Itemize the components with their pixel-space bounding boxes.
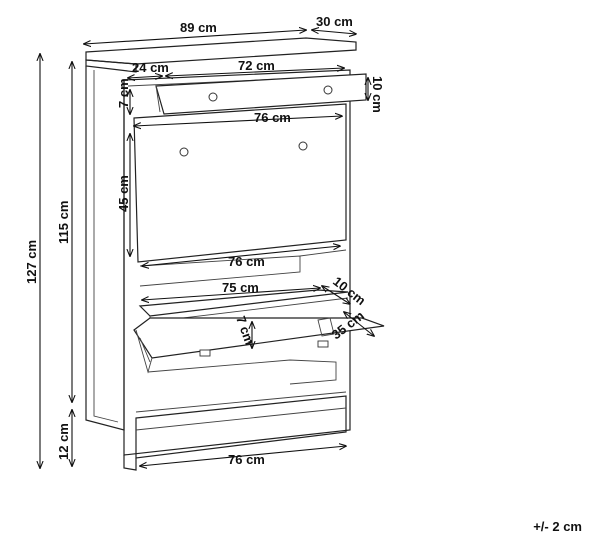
label-flap-width-top: 76 cm <box>254 110 291 125</box>
label-flap-height: 45 cm <box>116 175 131 212</box>
label-total-width: 89 cm <box>180 20 217 35</box>
cabinet-drawing <box>85 37 385 471</box>
label-flap-width-bottom: 76 cm <box>228 254 265 269</box>
label-depth: 30 cm <box>316 14 353 29</box>
label-leg-height: 12 cm <box>56 423 71 460</box>
label-drawer-width: 72 cm <box>238 58 275 73</box>
cabinet-leg <box>123 455 137 471</box>
label-top-offset: 24 cm <box>132 60 169 75</box>
label-base-width: 76 cm <box>228 452 265 467</box>
label-drawer-height: 10 cm <box>370 76 385 113</box>
base-plinth <box>135 395 347 459</box>
cabinet-side-left <box>85 66 125 431</box>
label-top-gap: 7 cm <box>116 78 131 108</box>
label-body-height: 115 cm <box>56 201 71 244</box>
label-total-height: 127 cm <box>24 240 39 284</box>
drawer-knob-left <box>208 92 218 102</box>
upper-flap-door <box>133 103 347 263</box>
cabinet-top <box>85 37 357 65</box>
flap-knob-right <box>298 141 308 151</box>
drawer-knob-right <box>323 85 333 95</box>
label-shelf-width: 75 cm <box>222 280 259 295</box>
dimension-lines <box>40 30 374 468</box>
flap-knob-left <box>179 147 189 157</box>
flap-handle <box>199 349 211 357</box>
tolerance-note: +/- 2 cm <box>533 519 582 534</box>
